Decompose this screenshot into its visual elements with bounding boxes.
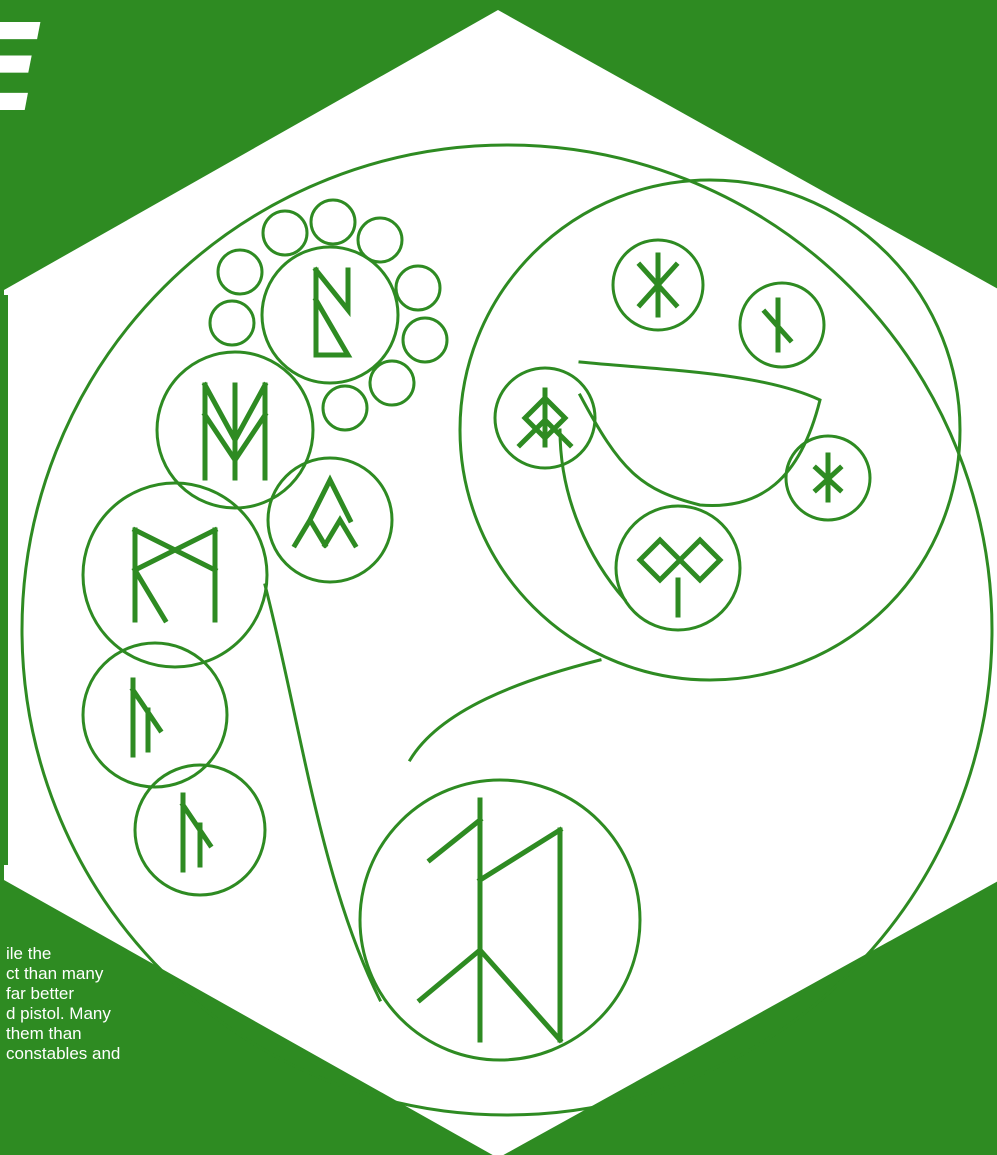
body-line: ile the (6, 944, 306, 964)
title-fragment: E (0, 10, 42, 130)
body-line: constables and (6, 1044, 306, 1064)
body-line: ct than many (6, 964, 306, 984)
body-line: d pistol. Many (6, 1004, 306, 1024)
body-text: ile the ct than many far better d pistol… (6, 944, 306, 1064)
body-line: them than (6, 1024, 306, 1044)
left-edge-strip (0, 295, 8, 865)
body-line: far better (6, 984, 306, 1004)
